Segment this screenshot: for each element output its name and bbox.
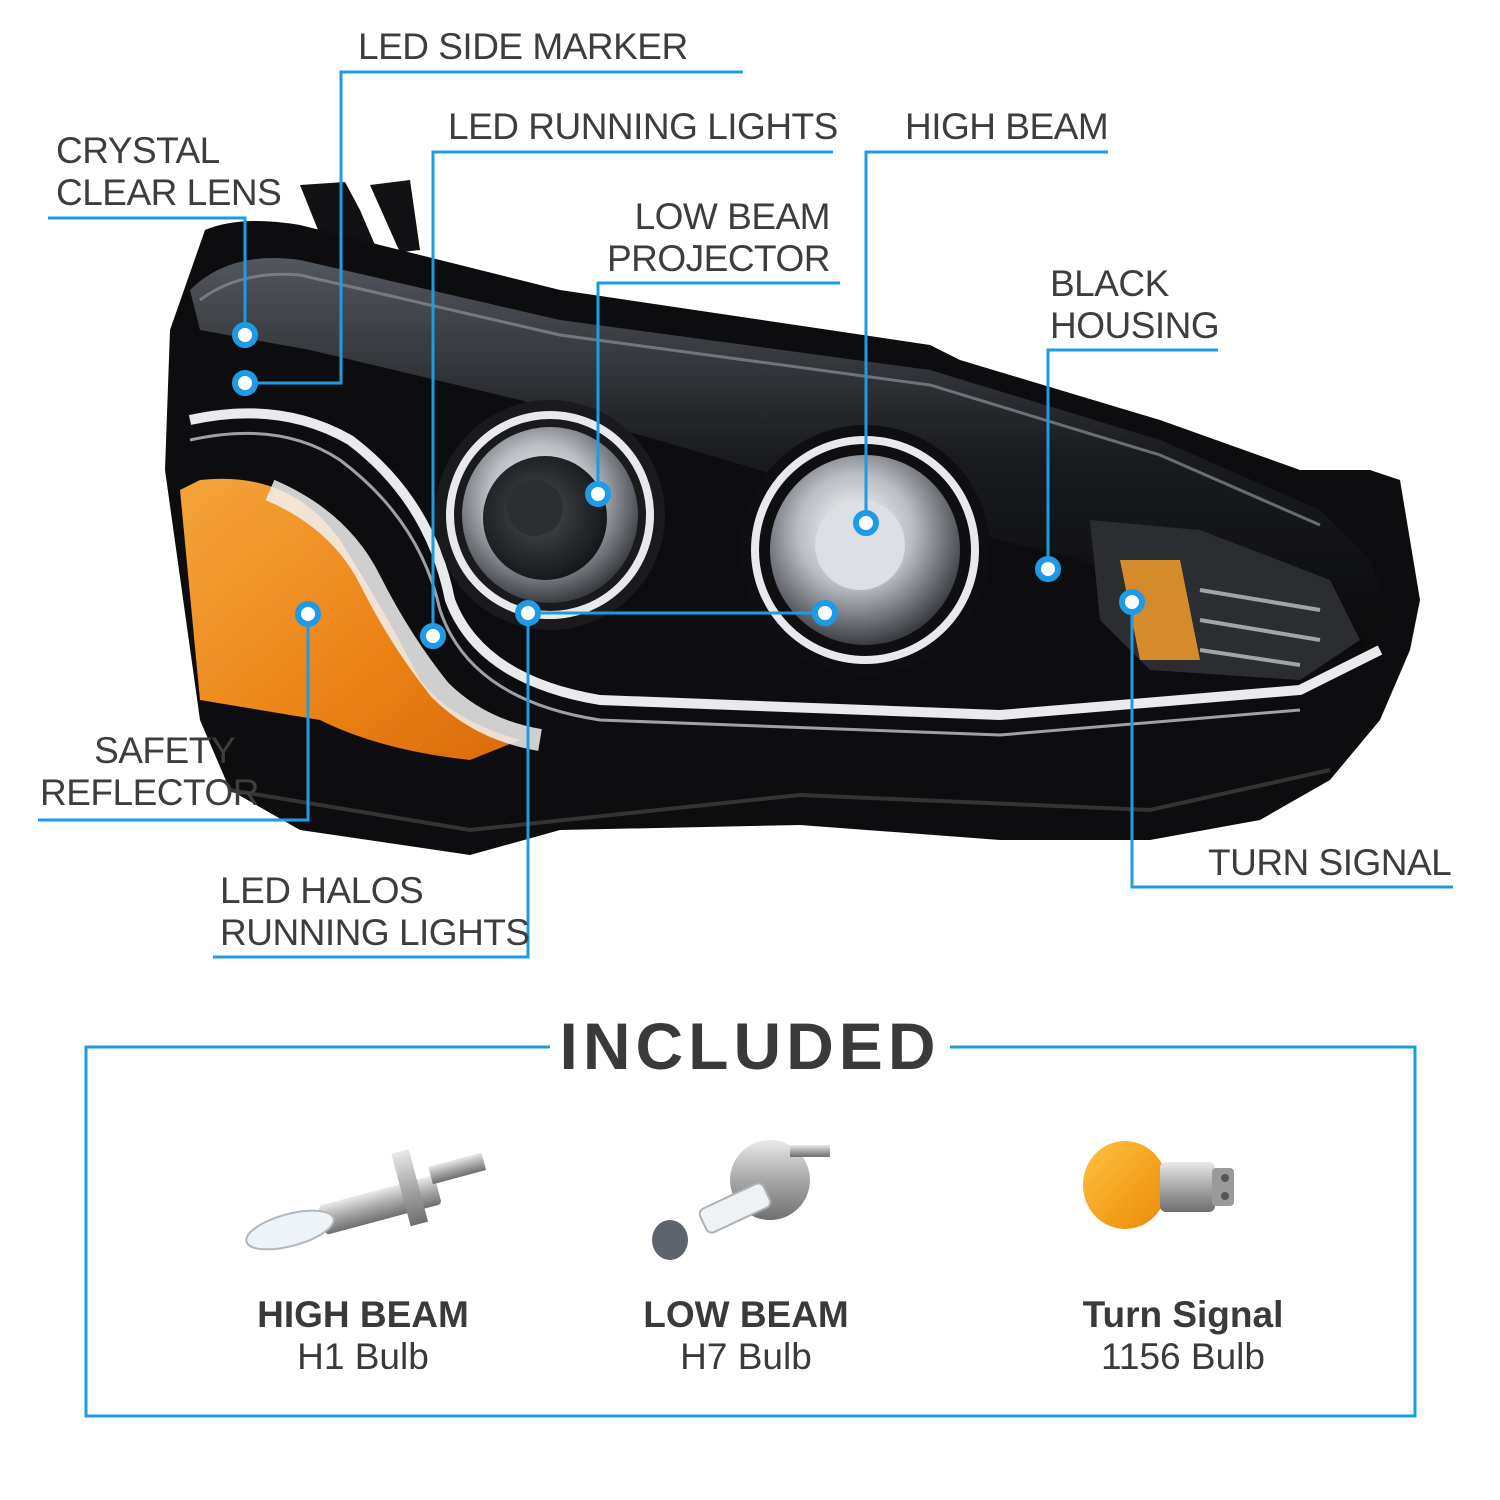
label-low-beam-projector: LOW BEAM PROJECTOR: [606, 196, 831, 279]
label-turn-signal: TURN SIGNAL: [1208, 842, 1452, 883]
bulb-name-high-beam: HIGH BEAM: [257, 1294, 469, 1335]
h7-bulb-icon: [652, 1140, 830, 1260]
label-led-halos: LED HALOS RUNNING LIGHTS: [220, 870, 530, 953]
bulb-name-low-beam: LOW BEAM: [643, 1294, 849, 1335]
headlight-illustration: [165, 180, 1420, 855]
included-box: [84, 1045, 1417, 1418]
callout-lines: [38, 70, 1453, 959]
1156-bulb-icon: [1083, 1141, 1234, 1229]
label-high-beam: HIGH BEAM: [905, 106, 1109, 147]
label-led-running-lights: LED RUNNING LIGHTS: [448, 106, 838, 147]
label-black-housing: BLACK HOUSING: [1050, 263, 1220, 346]
bulb-type-h1: H1 Bulb: [297, 1336, 429, 1377]
bulb-name-turn-signal: Turn Signal: [1082, 1294, 1284, 1335]
bulb-type-h7: H7 Bulb: [680, 1336, 812, 1377]
callout-dots: [232, 322, 1145, 649]
label-crystal-clear-lens: CRYSTAL CLEAR LENS: [56, 130, 282, 213]
label-led-side-marker: LED SIDE MARKER: [358, 26, 688, 67]
included-title: INCLUDED: [559, 1009, 941, 1083]
h1-bulb-icon: [245, 1149, 487, 1251]
label-safety-reflector: SAFETY REFLECTOR: [40, 730, 259, 813]
bulb-type-1156: 1156 Bulb: [1101, 1336, 1265, 1377]
